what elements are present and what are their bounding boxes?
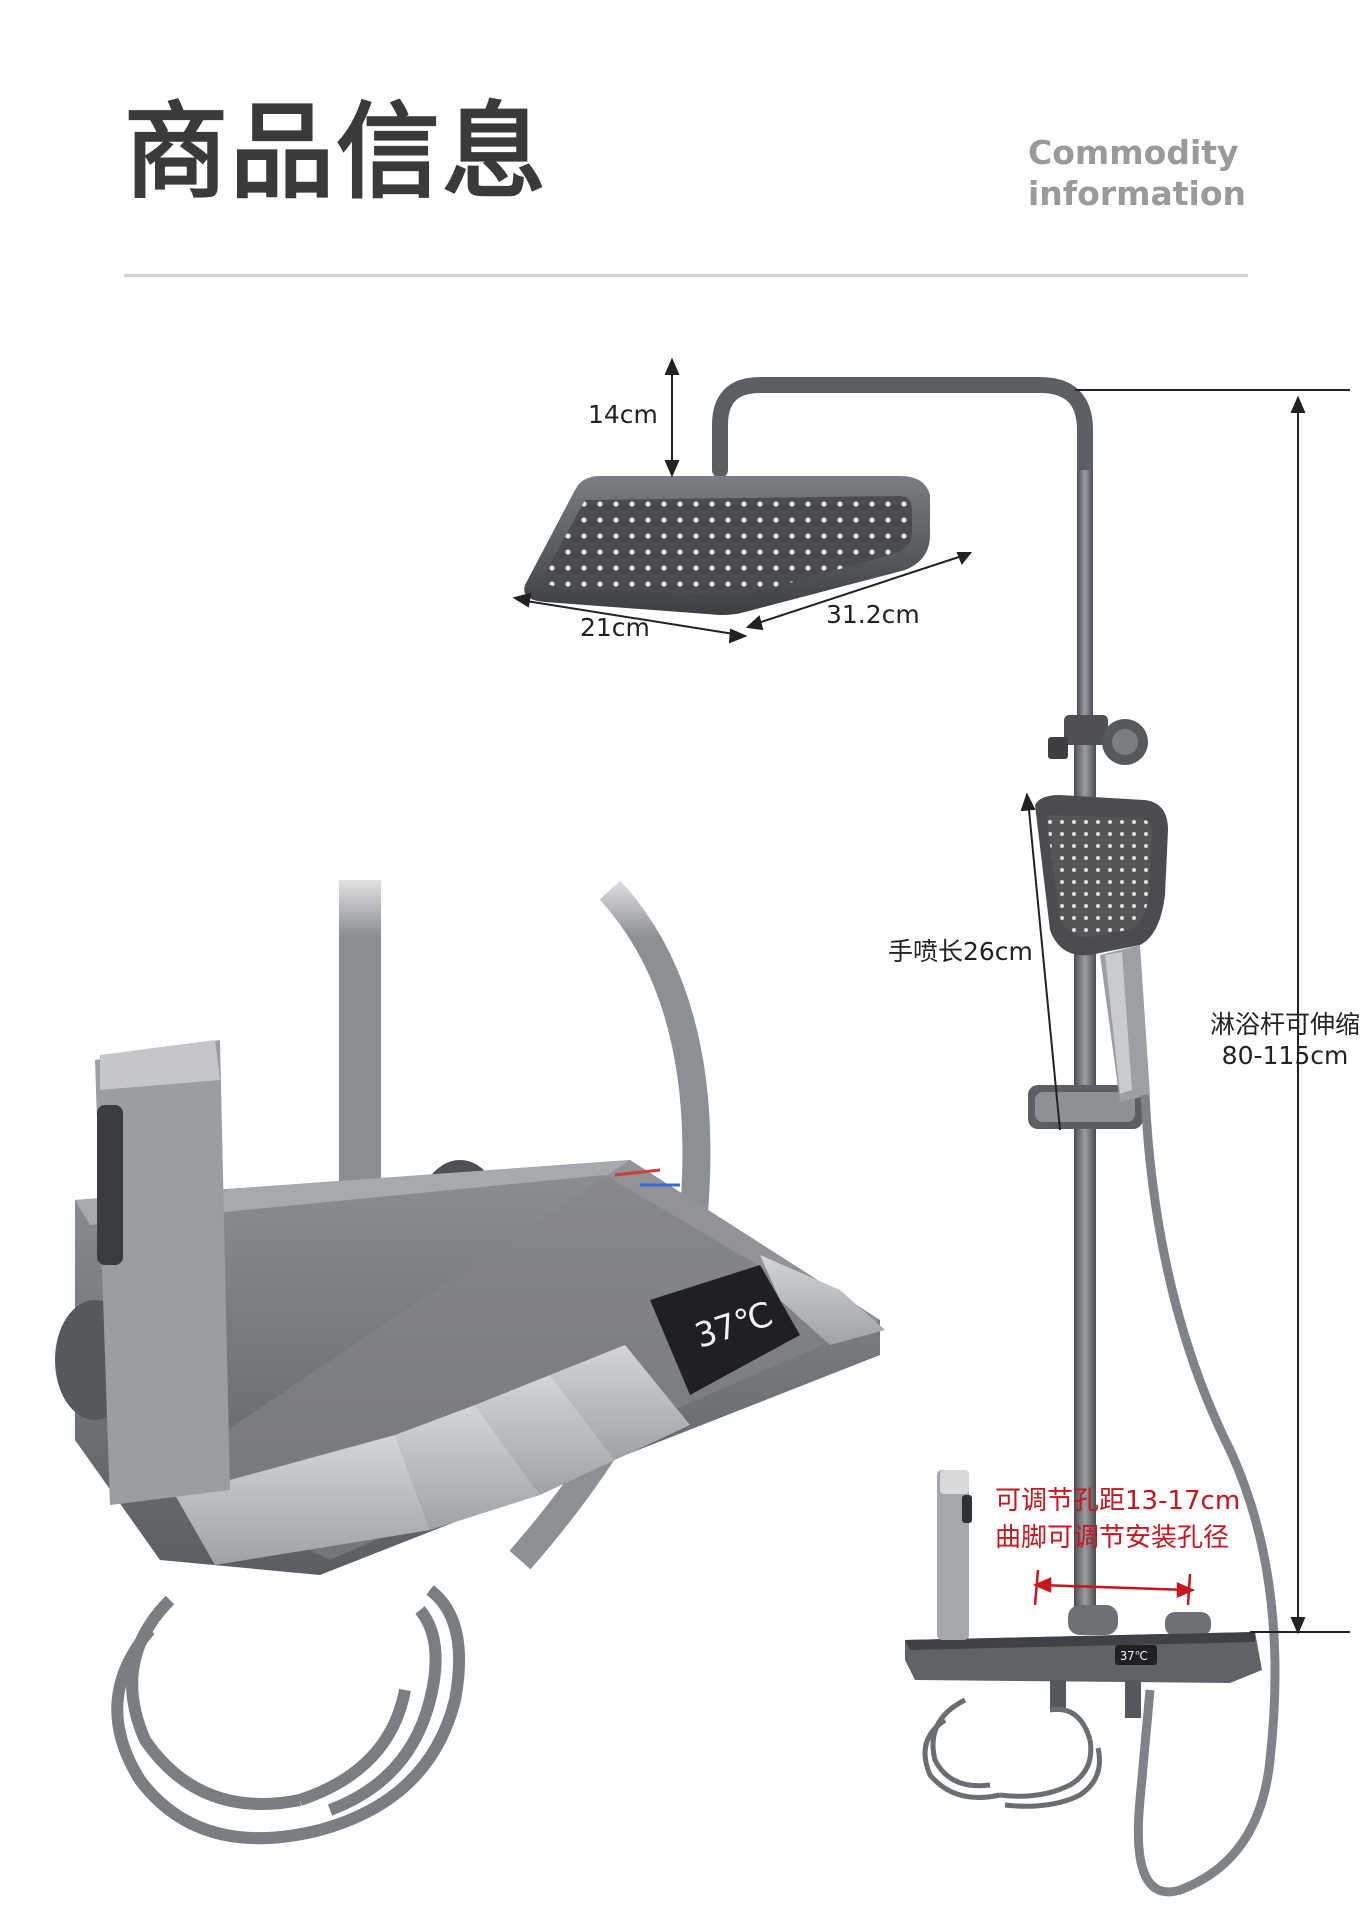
dimension-lines bbox=[512, 357, 1350, 1635]
dim-head-thickness: 14cm bbox=[588, 400, 658, 429]
panel-button-3 bbox=[475, 1375, 615, 1495]
control-panel-small: 37℃ bbox=[905, 1470, 1262, 1718]
page-title: 商品信息 bbox=[124, 91, 549, 213]
page-subtitle: Commodity information bbox=[1028, 132, 1246, 214]
coiled-hose-small bbox=[922, 1697, 1102, 1809]
dim-head-length: 31.2cm bbox=[826, 600, 920, 629]
dim-rod-adjustable: 淋浴杆可伸缩 80-115cm bbox=[1200, 1005, 1370, 1070]
hand-shower-hose bbox=[1133, 1094, 1280, 1897]
shower-arm bbox=[712, 377, 1093, 728]
hand-shower bbox=[1035, 795, 1168, 1102]
small-display-temp: 37℃ bbox=[1120, 1649, 1148, 1663]
hole-spacing-indicator bbox=[1032, 1569, 1196, 1606]
dim-head-width: 21cm bbox=[580, 613, 650, 642]
closeup-coiled-hose bbox=[111, 1585, 466, 1845]
panel-button-2 bbox=[395, 1405, 540, 1530]
dim-hole-spacing: 可调节孔距13-17cm 曲脚可调节安装孔径 bbox=[995, 1480, 1240, 1554]
dim-hole-line-1: 可调节孔距13-17cm bbox=[995, 1486, 1241, 1516]
panel-button-1 bbox=[175, 1435, 430, 1565]
dim-rod-line-2: 80-115cm bbox=[1221, 1041, 1349, 1070]
closeup-bidet-sprayer bbox=[55, 1040, 230, 1505]
header-divider bbox=[124, 274, 1248, 277]
dim-rod-line-1: 淋浴杆可伸缩 bbox=[1209, 1010, 1360, 1039]
rod-connector bbox=[1048, 715, 1148, 765]
temperature-display bbox=[650, 1265, 800, 1395]
panel-button-5 bbox=[760, 1255, 885, 1345]
dim-hole-line-2: 曲脚可调节安装孔径 bbox=[995, 1523, 1230, 1553]
subtitle-line-1: Commodity bbox=[1028, 133, 1239, 172]
dim-hand-shower-length: 手喷长26cm bbox=[888, 937, 1033, 966]
subtitle-line-2: information bbox=[1028, 174, 1247, 213]
panel-button-4 bbox=[550, 1345, 690, 1460]
shower-rod-upper bbox=[1077, 470, 1093, 730]
closeup-control-panel: 37℃ bbox=[75, 1160, 885, 1575]
rain-shower-head bbox=[524, 476, 930, 615]
